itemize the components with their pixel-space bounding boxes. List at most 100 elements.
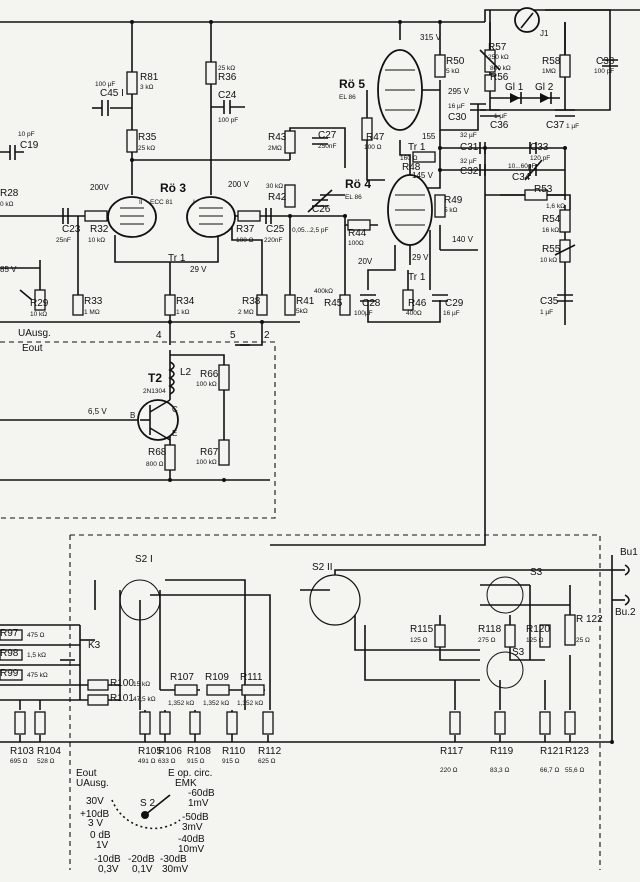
- label-components-r123-val: 55,6 Ω: [565, 767, 584, 774]
- label-components-r54-val: 16 kΩ: [542, 227, 559, 234]
- label-components-r110-val: 915 Ω: [222, 758, 240, 765]
- label-components-r58-ref: R58: [542, 56, 561, 67]
- label-components-r104-val: 528 Ω: [37, 758, 55, 765]
- label-components-r99-ref: R99: [0, 668, 19, 679]
- label-components-r53-ref: R53: [534, 184, 553, 195]
- label-components-c37-val: 1 µF: [566, 123, 579, 130]
- label-components-gl2-ref: Gl 2: [535, 82, 554, 93]
- label-misc-bu2: Bu.2: [615, 607, 636, 618]
- label-components-r28-ref: R28: [0, 188, 19, 199]
- label-components-c26range-val: 0,05...2,5 pF: [292, 227, 329, 234]
- tube-ro3: [107, 196, 236, 238]
- label-misc-n4: 4: [156, 330, 162, 341]
- label-components-r68-ref: R68: [148, 447, 167, 458]
- label-components-c24-val: 100 pF: [218, 117, 238, 124]
- resistors: [0, 49, 576, 735]
- label-components-r117-val: 220 Ω: [440, 767, 458, 774]
- label-dial-left-3: 0 dB: [90, 830, 111, 841]
- voltage-295: 295 V: [448, 87, 470, 96]
- label-components-c30-val: 16 µF: [448, 103, 465, 110]
- label-components-r118-ref: R118: [478, 624, 502, 635]
- label-components-r108-ref: R108: [187, 746, 211, 757]
- label-components-r29-ref: R29: [30, 298, 49, 309]
- label-components-r34-val: 1 kΩ: [176, 309, 190, 316]
- range-dial: [111, 794, 181, 830]
- label-components-r111-ref: R111: [240, 672, 263, 683]
- label-components-r58-val: 1MΩ: [542, 68, 556, 75]
- label-misc-k3: K3: [88, 640, 101, 651]
- label-components-r109-val: 1,352 kΩ: [203, 700, 229, 707]
- t2-c: C: [172, 405, 178, 414]
- label-components-r105-val: 491 Ω: [138, 758, 156, 765]
- label-components-c35-val: 1 µF: [540, 309, 553, 316]
- t2-b: B: [130, 411, 135, 420]
- label-components-r41-val: 5kΩ: [296, 308, 308, 315]
- label-components-r115-ref: R115: [410, 624, 434, 635]
- ro3-sys2: II: [139, 199, 143, 206]
- label-dial-right-0: -60dB: [188, 788, 215, 799]
- label-components-r120-val: 125 Ω: [526, 637, 544, 644]
- label-misc-tr1b: Tr 1: [408, 142, 426, 153]
- label-misc-s2ii: S2 II: [312, 562, 333, 573]
- label-components-r55-ref: R55: [542, 244, 561, 255]
- label-components-r121-val: 66,7 Ω: [540, 767, 559, 774]
- label-components-r98-val: 1,5 kΩ: [27, 652, 46, 659]
- label-components-r67-ref: R67: [200, 447, 219, 458]
- ro3-name: Rö 3: [160, 181, 186, 195]
- ro5-type: EL 86: [339, 94, 356, 101]
- label-components-r44-ref: R44: [348, 228, 367, 239]
- label-components-r100-val: 15 kΩ: [133, 681, 150, 688]
- t2-type: 2N1304: [143, 388, 166, 395]
- label-dial-eout: Eout: [76, 768, 97, 779]
- label-components-c35-ref: C35: [540, 296, 559, 307]
- voltage-85: 85 V: [0, 265, 17, 274]
- label-misc-s3a: S3: [530, 567, 543, 578]
- label-components-r67-val: 100 kΩ: [196, 459, 217, 466]
- label-components-r41-ref: R41: [296, 296, 315, 307]
- label-components-r103-ref: R103: [10, 746, 34, 757]
- label-components-r36-val: 25 kΩ: [218, 65, 235, 72]
- label-components-r49-ref: R49: [444, 195, 463, 206]
- label-dial-left-6: 0,3V: [98, 864, 119, 875]
- label-components-r34-ref: R34: [176, 296, 195, 307]
- label-dial-left-0: 30V: [86, 796, 104, 807]
- label-components-r98-ref: R98: [0, 648, 19, 659]
- label-components-r108-val: 915 Ω: [187, 758, 205, 765]
- meter-j1: [514, 7, 540, 33]
- label-components-r100-ref: R100: [110, 678, 134, 689]
- voltage-140: 140 V: [452, 235, 474, 244]
- label-components-r112-ref: R112: [258, 746, 282, 757]
- label-components-r37-val: 100 Ω: [236, 237, 254, 244]
- label-components-c19-ref: C19: [20, 140, 39, 151]
- rotary-switches: [119, 574, 524, 689]
- label-components-r35-ref: R35: [138, 132, 157, 143]
- label-components-l2-ref: L2: [180, 367, 192, 378]
- label-misc-s2i: S2 I: [135, 554, 153, 565]
- voltage-29a: 29 V: [190, 265, 207, 274]
- label-dial-right-4: -40dB: [178, 834, 205, 845]
- transistor-t2: [137, 399, 179, 441]
- label-dial-right-2: -50dB: [182, 812, 209, 823]
- label-dial-emk: EMK: [175, 778, 197, 789]
- inductor-l2: [168, 361, 175, 395]
- label-components-r57-ref: R57: [488, 42, 507, 53]
- voltage-155: 155: [422, 132, 436, 141]
- label-misc-bu1: Bu1: [620, 547, 638, 558]
- label-dial-bottom-0: -20dB: [128, 854, 155, 865]
- label-components-c25-val: 220nF: [264, 237, 282, 244]
- label-components-r109-ref: R109: [205, 672, 229, 683]
- label-components-c24-ref: C24: [218, 90, 237, 101]
- ro3-type: ECC 81: [150, 199, 173, 206]
- label-components-r54-ref: R54: [542, 214, 561, 225]
- label-components-c37-ref: C37: [546, 120, 565, 131]
- label-components-r110-ref: R110: [222, 746, 246, 757]
- label-components-r111-val: 1,352 kΩ: [237, 700, 263, 707]
- label-components-r45-val: 400kΩ: [314, 288, 333, 295]
- label-components-r123-ref: R123: [565, 746, 589, 757]
- label-components-c32-val: 32 µF: [460, 158, 477, 165]
- label-components-r97-val: 475 Ω: [27, 632, 45, 639]
- label-components-r106-ref: R106: [158, 746, 182, 757]
- voltage-29b: 29 V: [412, 253, 429, 262]
- label-components-c30-ref: C30: [448, 112, 467, 123]
